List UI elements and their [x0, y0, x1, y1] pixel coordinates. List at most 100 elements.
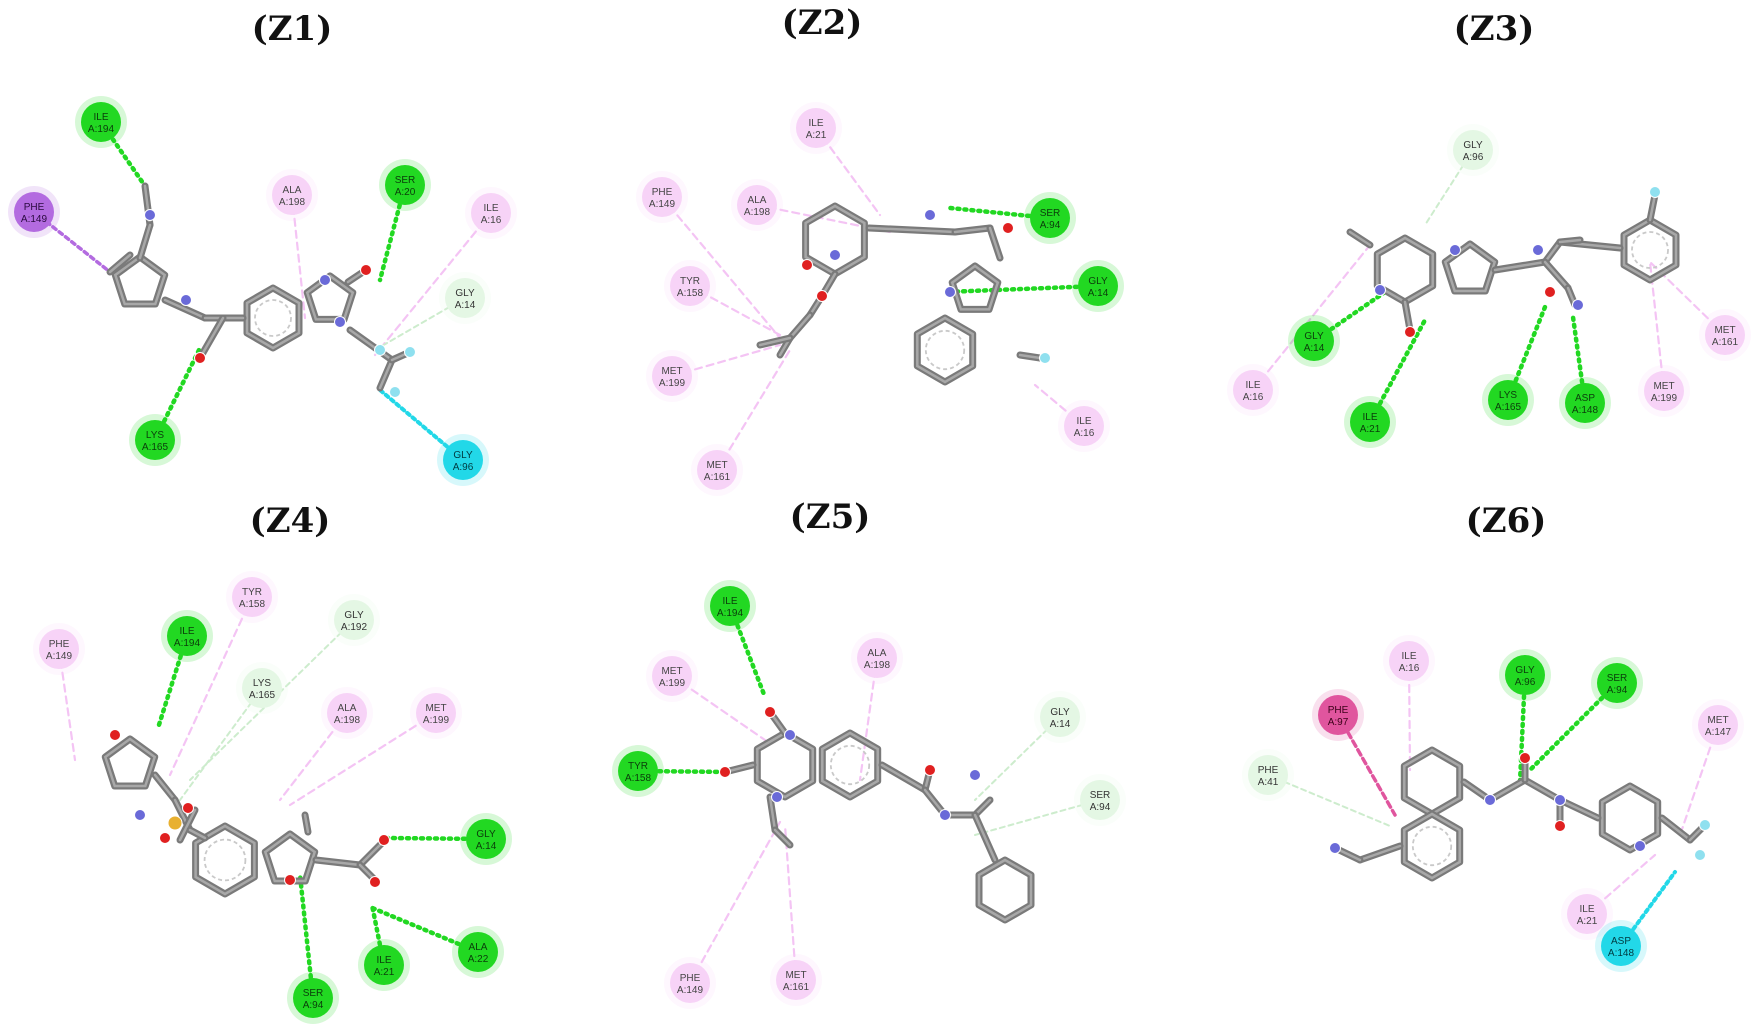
residue-name: GLY: [344, 610, 364, 621]
bond-highlight: [988, 226, 1002, 260]
residue-disc: [670, 266, 710, 306]
interaction-line-carbon-hbond: [189, 619, 355, 781]
atom-n: [1449, 244, 1461, 256]
residue-disc: [81, 102, 121, 142]
residue-disc: [293, 978, 333, 1018]
ring-bond-highlight: [916, 316, 974, 384]
atom-n: [784, 729, 796, 741]
residue-disc: [135, 420, 175, 460]
bond-highlight: [178, 808, 197, 842]
bond-highlight: [188, 828, 207, 840]
residue-name: SER: [395, 175, 416, 186]
residue-disc: [1248, 755, 1288, 795]
bond-highlight: [138, 223, 152, 260]
residue-name: ALA: [748, 195, 767, 206]
bond-highlight: [1348, 230, 1372, 247]
bond-highlight: [378, 358, 394, 390]
residue-chain: A:41: [1258, 777, 1279, 788]
bond-highlight: [1018, 353, 1042, 360]
residue-disc: [652, 656, 692, 696]
interaction-line-pi-alkyl: [288, 711, 438, 807]
residue-name: SER: [1090, 790, 1111, 801]
residue-chain: A:198: [279, 197, 306, 208]
ring-bond-highlight: [1403, 812, 1461, 880]
ring-bond: [975, 856, 1035, 924]
residue-name: ILE: [1401, 651, 1416, 662]
residue-chain: A:158: [239, 599, 266, 610]
residue-name: MET: [661, 666, 682, 677]
ligand-molecule: [101, 729, 390, 898]
atom-o: [1544, 286, 1556, 298]
interaction-lines: [57, 595, 489, 1001]
atom-n: [1572, 299, 1584, 311]
aromatic-ring-marker: [924, 329, 966, 371]
residue-name: GLY: [455, 288, 475, 299]
interaction-lines: [660, 126, 1101, 472]
atom-f: [374, 344, 386, 356]
ring-bond-highlight: [977, 858, 1033, 922]
atom-o: [719, 766, 731, 778]
residue-name: ILE: [483, 203, 498, 214]
residue-disc: [272, 175, 312, 215]
residue-disc: [1453, 130, 1493, 170]
residue-name: SER: [1040, 208, 1061, 219]
ring-bond: [1400, 746, 1464, 818]
residue-name: SER: [303, 988, 324, 999]
residue-disc: [327, 693, 367, 733]
residue-disc: [385, 165, 425, 205]
ligand-molecule: [1329, 746, 1711, 882]
panel-z5: (Z5)ILEA:194META:199ALAA:198GLYA:14TYRA:…: [612, 497, 1126, 1009]
residue-chain: A:94: [1090, 802, 1111, 813]
residue-chain: A:148: [1608, 948, 1635, 959]
atom-n: [1532, 244, 1544, 256]
residue-disc: [1350, 402, 1390, 442]
residue-chain: A:198: [744, 207, 771, 218]
residue-chain: A:96: [453, 462, 474, 473]
interaction-line-pi-alkyl: [1251, 243, 1372, 392]
atom-o: [1519, 752, 1531, 764]
residue-disc: [416, 693, 456, 733]
residue-name: TYR: [242, 587, 262, 598]
residue-chain: A:148: [1572, 405, 1599, 416]
atom-f: [1694, 849, 1706, 861]
residue-disc: [242, 668, 282, 708]
residue-name: GLY: [1050, 707, 1070, 718]
residue-name: MET: [1653, 381, 1674, 392]
residue-disc: [697, 450, 737, 490]
interaction-line-conventional-hbond: [297, 872, 316, 1001]
atom-n: [924, 209, 936, 221]
residue-name: ILE: [376, 955, 391, 966]
residue-chain: A:96: [1515, 677, 1536, 688]
residue-disc: [1078, 266, 1118, 306]
interaction-line-conventional-hbond: [1527, 680, 1620, 773]
residue-chain: A:194: [174, 638, 201, 649]
residue-name: ILE: [1362, 412, 1377, 423]
residue-name: ILE: [1579, 904, 1594, 915]
residue-disc: [1389, 641, 1429, 681]
residue-name: GLY: [1304, 331, 1324, 342]
atom-n: [319, 274, 331, 286]
residue-chain: A:149: [21, 214, 48, 225]
residue-name: MET: [785, 970, 806, 981]
residue-disc: [14, 192, 54, 232]
atom-f: [404, 346, 416, 358]
residue-name: ILE: [1076, 416, 1091, 427]
